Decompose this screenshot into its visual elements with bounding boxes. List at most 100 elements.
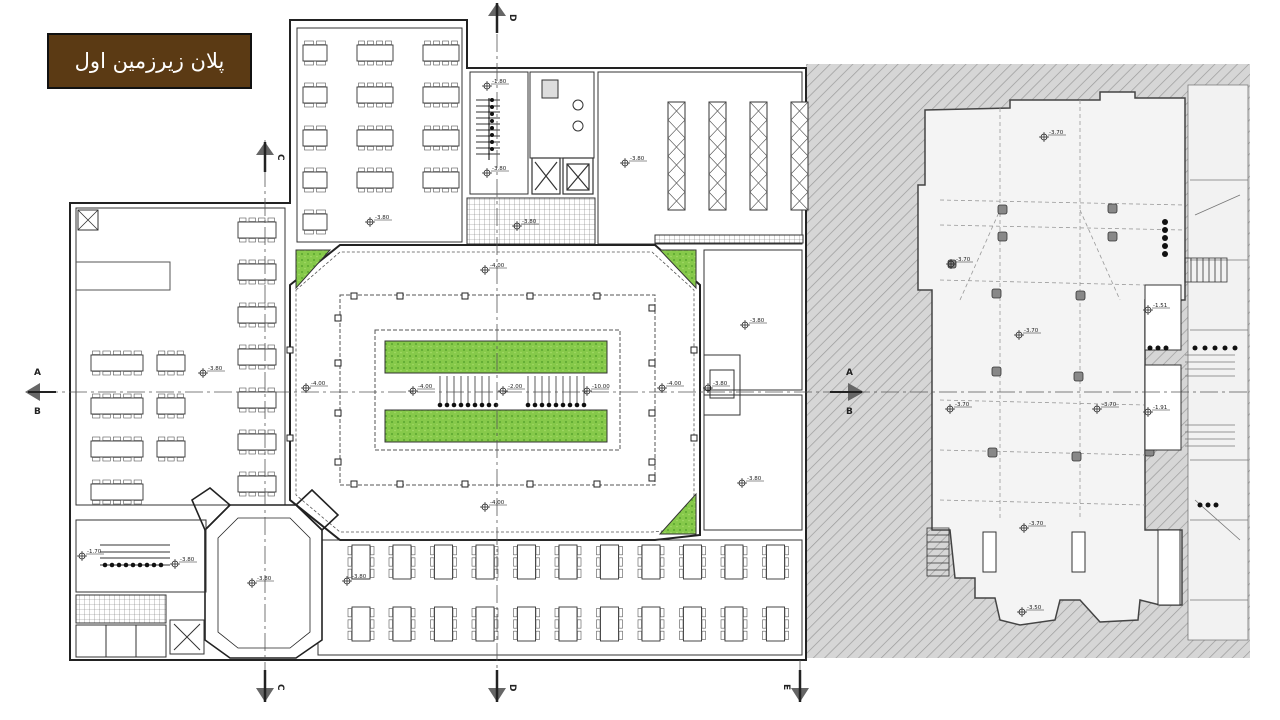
level-value: -4.00 bbox=[490, 263, 505, 269]
column bbox=[396, 292, 404, 300]
level-value: -1.80 bbox=[492, 79, 507, 85]
level-marker: -3.80 bbox=[482, 166, 509, 178]
section-label-b: B bbox=[34, 407, 41, 417]
historic-ruin-plan bbox=[917, 91, 1186, 626]
level-marker: -1.91 bbox=[1143, 405, 1170, 417]
railing-dot bbox=[525, 402, 531, 408]
level-value: -1.91 bbox=[1153, 405, 1167, 411]
level-marker: -3.70 bbox=[945, 402, 972, 414]
dining-table bbox=[720, 544, 748, 580]
railing-dot bbox=[574, 402, 580, 408]
level-value: -1.70 bbox=[87, 549, 102, 555]
dining-table bbox=[471, 544, 499, 580]
dining-table bbox=[156, 393, 186, 419]
dining-table bbox=[347, 544, 375, 580]
dining-table bbox=[388, 544, 416, 580]
column bbox=[648, 304, 656, 312]
elevator-shafts bbox=[531, 157, 594, 195]
dining-table bbox=[356, 82, 394, 108]
plan-title-box: پلان زیرزمین اول bbox=[47, 33, 252, 89]
level-marker: -3.80 bbox=[740, 318, 767, 330]
dining-table bbox=[302, 40, 328, 66]
level-marker: -3.70 bbox=[1019, 521, 1046, 533]
level-marker: -1.70 bbox=[77, 549, 104, 561]
dining-table bbox=[422, 82, 460, 108]
section-marker-e-bottom: E bbox=[781, 670, 809, 702]
courtyard-railing-dots bbox=[437, 402, 587, 408]
section-label-c-top: C bbox=[275, 154, 285, 161]
dining-table bbox=[554, 544, 582, 580]
railing-dot bbox=[532, 402, 538, 408]
level-value: -3.80 bbox=[352, 574, 367, 580]
column bbox=[593, 480, 601, 488]
railing-dot bbox=[444, 402, 450, 408]
dining-table bbox=[90, 436, 144, 462]
column bbox=[334, 409, 342, 417]
dining-table bbox=[596, 606, 623, 642]
dining-table bbox=[302, 82, 328, 108]
level-marker: -3.50 bbox=[1017, 605, 1044, 617]
level-value: -3.80 bbox=[492, 166, 507, 172]
storage-rack bbox=[790, 101, 809, 211]
level-marker: -4.00 bbox=[408, 384, 435, 396]
level-marker: -3.80 bbox=[198, 366, 225, 378]
dining-table bbox=[596, 544, 623, 580]
level-value: -3.80 bbox=[257, 576, 272, 582]
level-marker: -4.00 bbox=[301, 381, 328, 393]
column bbox=[334, 359, 342, 367]
far-right-structure bbox=[1185, 84, 1249, 641]
column bbox=[526, 292, 534, 300]
dining-table bbox=[679, 606, 706, 642]
column bbox=[648, 359, 656, 367]
dining-table bbox=[237, 429, 277, 455]
railing-dot bbox=[553, 402, 559, 408]
level-value: -3.80 bbox=[375, 215, 390, 221]
dining-table bbox=[237, 471, 277, 497]
lower-dining-tables bbox=[347, 544, 789, 642]
dining-table bbox=[156, 350, 186, 376]
section-marker-c-bottom: C bbox=[256, 670, 285, 702]
dining-table bbox=[637, 606, 665, 642]
column bbox=[526, 480, 534, 488]
column bbox=[461, 480, 469, 488]
level-value: -4.00 bbox=[667, 381, 682, 387]
ruin-columns bbox=[947, 203, 1155, 462]
dining-table bbox=[356, 125, 394, 151]
dining-table bbox=[90, 350, 144, 376]
section-marker-a-right: A B bbox=[830, 368, 864, 417]
level-value: -3.70 bbox=[1029, 521, 1044, 527]
level-markers: -4.00-4.00-4.00-4.00-4.00-2.00-10.00-3.8… bbox=[77, 79, 1170, 617]
ruin-stair-left bbox=[926, 527, 950, 577]
railing-dot bbox=[451, 402, 457, 408]
level-value: -3.70 bbox=[955, 402, 970, 408]
level-marker: -3.80 bbox=[737, 476, 764, 488]
left-dining-tables bbox=[90, 217, 277, 505]
level-marker: -3.70 bbox=[946, 257, 973, 269]
storage-rack bbox=[749, 101, 768, 211]
railing-dot bbox=[465, 402, 471, 408]
level-value: -3.80 bbox=[747, 476, 762, 482]
octagon-hall bbox=[191, 486, 340, 659]
dining-table bbox=[422, 167, 460, 193]
column bbox=[690, 346, 698, 354]
section-marker-c-top: C bbox=[256, 142, 285, 172]
dining-table bbox=[762, 544, 789, 580]
level-marker: -10.00 bbox=[582, 384, 610, 396]
level-marker: -3.70 bbox=[1014, 328, 1041, 340]
dining-table bbox=[302, 125, 328, 151]
level-value: -3.70 bbox=[1049, 130, 1064, 136]
column bbox=[690, 434, 698, 442]
level-marker: -3.80 bbox=[620, 156, 647, 168]
section-marker-a-left: A B bbox=[25, 368, 56, 417]
dining-table bbox=[554, 606, 582, 642]
ruin-stair-right bbox=[1184, 257, 1228, 283]
dining-table bbox=[347, 606, 375, 642]
dining-table bbox=[430, 606, 457, 642]
level-value: -3.80 bbox=[180, 557, 195, 563]
dining-table bbox=[388, 606, 416, 642]
dining-table bbox=[513, 544, 540, 580]
column bbox=[334, 458, 342, 466]
lower-left-service bbox=[75, 519, 207, 658]
railing-dot bbox=[560, 402, 566, 408]
